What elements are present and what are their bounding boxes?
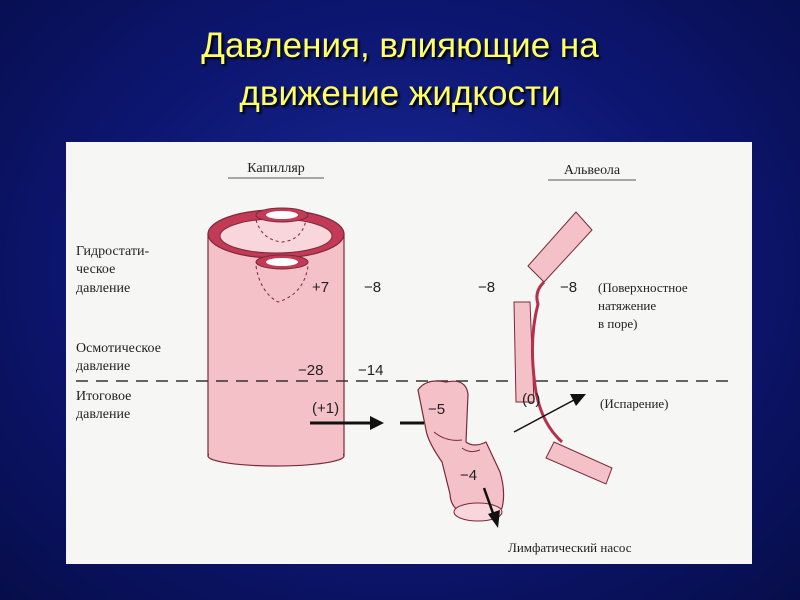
surface-tension-label: (Поверхностное натяжение в поре) [598,280,688,331]
arrow-evaporation-shaft [513,399,575,433]
cell-middle-nucleus [266,258,298,266]
value-alveola-interstitial-hydrostatic: −8 [478,279,495,296]
surface-tension-line-2: натяжение [598,298,656,313]
value-capillary-osmotic: −28 [298,362,323,379]
value-interstitial-osmotic: −14 [358,362,383,379]
lymph-vessel-body [417,380,505,518]
value-lymph-lower: −4 [460,467,477,484]
title-line-1: Давления, влияющие на [201,26,599,65]
pressure-diagram: Капилляр Альвеола Гидростати- ческое дав… [66,142,752,564]
alveola-wall-upper [527,211,593,283]
hydrostatic-line-3: давление [76,281,130,296]
lymph-pump-label: Лимфатический насос [508,540,632,555]
lymph-valve-1 [433,431,463,441]
capillary-label: Капилляр [247,161,305,176]
surface-tension-line-1: (Поверхностное [598,280,688,295]
osmotic-line-2: давление [76,359,130,374]
hydrostatic-line-1: Гидростати- [76,244,149,259]
capillary-bottom-cover [209,442,343,456]
osmotic-row-label: Осмотическое давление [76,341,161,374]
flow-arrows [310,394,586,528]
alveola-wall-lower [545,441,613,485]
capillary [207,207,345,467]
value-interstitial-hydrostatic: −8 [364,279,381,296]
arrow-capillary-head [370,416,384,430]
total-row-label: Итоговое давление [76,389,131,422]
value-alveola-total: (0) [522,391,540,408]
lymph-valve-2 [461,447,481,453]
hydrostatic-row-label: Гидростати- ческое давление [76,244,149,296]
alveola-label: Альвеола [564,163,621,178]
capillary-body [207,233,345,457]
alveola [513,211,613,485]
value-capillary-total: (+1) [312,400,339,417]
osmotic-line-1: Осмотическое [76,341,161,356]
total-line-1: Итоговое [76,389,131,404]
cell-outline-top [255,219,307,243]
cell-outline-middle [255,265,309,303]
evaporation-label: (Испарение) [600,396,669,411]
title-line-2: движение жидкости [239,74,561,113]
value-lymph-upper: −5 [428,401,445,418]
value-alveola-hydrostatic: −8 [560,279,577,296]
value-capillary-hydrostatic: +7 [312,279,329,296]
cell-top-nucleus [266,211,298,219]
capillary-lumen [219,218,333,254]
arrow-lymph-shaft [482,487,496,517]
arrow-evaporation-head [570,394,586,406]
hydrostatic-line-2: ческое [76,262,115,277]
alveola-surface-layer [530,280,564,444]
arrow-lymph-head [488,510,500,528]
slide-title: Давления, влияющие на движение жидкости [0,22,800,118]
surface-tension-line-3: в поре) [598,316,637,331]
total-line-2: давление [76,407,130,422]
diagram-canvas: Капилляр Альвеола Гидростати- ческое дав… [76,161,734,555]
alveola-wall-middle [513,301,535,403]
